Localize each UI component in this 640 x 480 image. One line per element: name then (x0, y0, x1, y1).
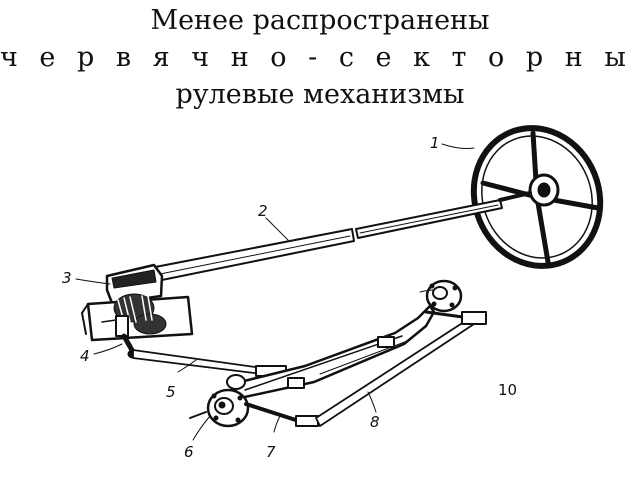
steering-wheel (470, 125, 604, 269)
title-line-2: ч е р в я ч н о - с е к т о р н ы е (0, 42, 640, 73)
label-3: 3 (62, 269, 72, 287)
leader-lines (75, 143, 475, 441)
slide-title: Менее распространены ч е р в я ч н о - с… (0, 2, 640, 113)
drag-link (132, 349, 287, 377)
steering-shaft (149, 191, 532, 283)
tie-rod (315, 311, 487, 427)
label-2: 2 (258, 202, 268, 220)
front-axle (230, 304, 436, 400)
label-6: 6 (184, 443, 194, 461)
title-line-1: Менее распространены (150, 5, 490, 36)
left-hub (189, 374, 250, 428)
label-7: 7 (266, 443, 276, 461)
label-1: 1 (430, 134, 440, 152)
label-5: 5 (166, 383, 176, 401)
label-4: 4 (80, 347, 90, 365)
figure-number: 10 (498, 381, 517, 399)
steering-gear-box (81, 263, 194, 342)
steering-arm (244, 402, 319, 427)
title-line-3: рулевые механизмы (175, 79, 465, 110)
label-8: 8 (370, 413, 380, 431)
right-hub (424, 279, 472, 320)
